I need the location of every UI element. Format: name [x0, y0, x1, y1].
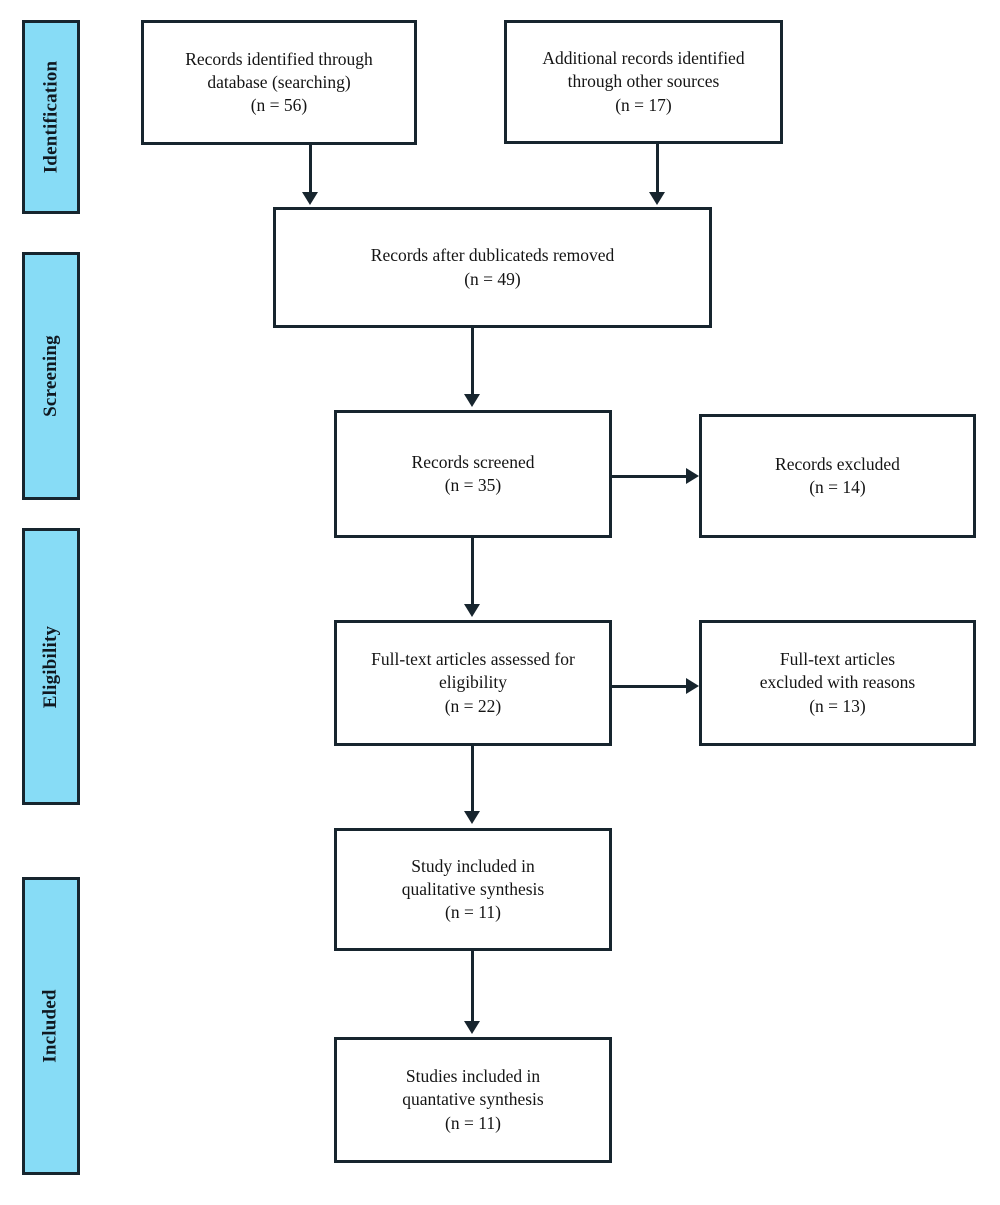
- stage-label-eligibility: Eligibility: [40, 625, 62, 708]
- connector-dedup-to-screened: [471, 328, 474, 396]
- stage-label-screening: Screening: [40, 335, 62, 417]
- box-records-screened-text: Records screened (n = 35): [411, 451, 535, 495]
- connector-identified-to-dedup: [309, 145, 312, 194]
- box-records-identified: Records identified through database (sea…: [141, 20, 417, 145]
- arrowhead-fulltext-to-qualitative-icon: [464, 811, 480, 824]
- stage-block-identification: Identification: [22, 20, 80, 214]
- box-fulltext-excluded: Full-text articles excluded with reasons…: [699, 620, 976, 746]
- stage-block-screening: Screening: [22, 252, 80, 500]
- arrowhead-additional-to-dedup-icon: [649, 192, 665, 205]
- box-fulltext-assessed-text: Full-text articles assessed for eligibil…: [371, 649, 575, 716]
- connector-fulltext-to-qualitative: [471, 746, 474, 812]
- box-quantitative-synthesis: Studies included in quantative synthesis…: [334, 1037, 612, 1163]
- stage-block-included: Included: [22, 877, 80, 1175]
- box-additional-records-text: Additional records identified through ot…: [542, 48, 745, 115]
- stage-label-included: Included: [40, 989, 62, 1063]
- connector-screened-to-fulltext: [471, 538, 474, 606]
- box-qualitative-synthesis: Study included in qualitative synthesis …: [334, 828, 612, 951]
- box-records-screened: Records screened (n = 35): [334, 410, 612, 538]
- box-additional-records: Additional records identified through ot…: [504, 20, 783, 144]
- arrowhead-screened-to-excluded-icon: [686, 468, 699, 484]
- arrowhead-qualitative-to-quantitative-icon: [464, 1021, 480, 1034]
- box-fulltext-assessed: Full-text articles assessed for eligibil…: [334, 620, 612, 746]
- box-quantitative-synthesis-text: Studies included in quantative synthesis…: [402, 1066, 544, 1133]
- connector-qualitative-to-quantitative: [471, 951, 474, 1023]
- box-records-identified-text: Records identified through database (sea…: [185, 48, 373, 116]
- box-qualitative-synthesis-text: Study included in qualitative synthesis …: [401, 855, 545, 923]
- arrowhead-fulltext-to-excluded-icon: [686, 678, 699, 694]
- arrowhead-identified-to-dedup-icon: [302, 192, 318, 205]
- box-records-excluded-text: Records excluded (n = 14): [775, 453, 900, 497]
- box-records-after-duplicates: Records after dublicateds removed (n = 4…: [273, 207, 712, 328]
- box-fulltext-excluded-text: Full-text articles excluded with reasons…: [759, 649, 916, 716]
- box-records-excluded: Records excluded (n = 14): [699, 414, 976, 538]
- arrowhead-dedup-to-screened-icon: [464, 394, 480, 407]
- connector-additional-to-dedup: [656, 144, 659, 194]
- connector-screened-to-excluded: [612, 475, 689, 478]
- connector-fulltext-to-excluded: [612, 685, 689, 688]
- stage-label-identification: Identification: [40, 60, 61, 174]
- box-records-after-duplicates-text: Records after dublicateds removed (n = 4…: [370, 245, 615, 289]
- arrowhead-screened-to-fulltext-icon: [464, 604, 480, 617]
- stage-block-eligibility: Eligibility: [22, 528, 80, 805]
